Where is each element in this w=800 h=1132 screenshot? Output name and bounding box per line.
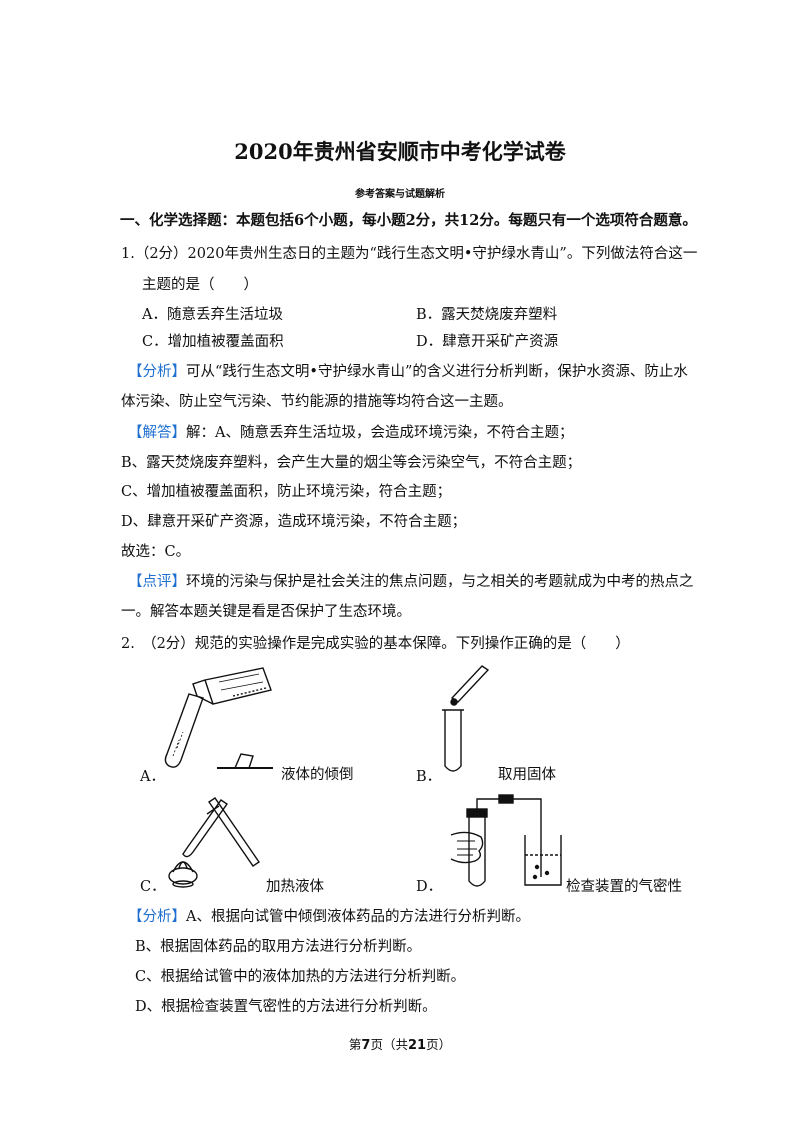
q1-answer-line2: B、露天焚烧废弃塑料，会产生大量的烟尘等会污染空气，不符合主题； (121, 455, 582, 471)
q1-analysis: 【分析】可从“践行生态文明•守护绿水青山”的含义进行分析判断，保护水资源、防止水 (128, 360, 688, 381)
q2-stem: 2. （2分）规范的实验操作是完成实验的基本保障。下列操作正确的是（ ） (121, 636, 630, 652)
q2-option-d-letter: D． (416, 879, 443, 895)
q1-stem-line1: 1.（2分）2020年贵州生态日的主题为“践行生态文明•守护绿水青山”。下列做法… (121, 246, 698, 262)
footer-suffix: 页） (426, 1037, 452, 1052)
section-heading: 一、化学选择题：本题包括6个小题，每小题2分，共12分。每题只有一个选项符合题意… (120, 212, 697, 229)
q2-analysis: 【分析】A、根据向试管中倾倒液体药品的方法进行分析判断。 (128, 905, 530, 926)
page-subtitle: 参考答案与试题解析 (355, 189, 445, 200)
q1-answer: 【解答】解：A、随意丢弃生活垃圾，会造成环境污染，不符合主题； (128, 421, 573, 442)
q2-analysis-tag: 【分析】 (128, 909, 186, 925)
q1-answer-line3: C、增加植被覆盖面积，防止环境污染，符合主题； (121, 484, 452, 500)
q1-option-b: B．露天焚烧废弃塑料 (416, 307, 558, 323)
figure-a-pouring-liquid (164, 667, 273, 769)
q1-comment-line1: 环境的污染与保护是社会关注的焦点问题，与之相关的考题就成为中考的热点之 (186, 574, 694, 590)
answer-tag: 【解答】 (128, 425, 186, 441)
footer-middle: 页（共 (370, 1037, 408, 1052)
footer-total-pages: 21 (407, 1038, 427, 1053)
q2-option-a-caption: 液体的倾倒 (281, 767, 354, 783)
q2-option-c-letter: C． (140, 879, 166, 895)
page-title: 2020年贵州省安顺市中考化学试卷 (234, 139, 566, 164)
q2-analysis-line4: D、根据检查装置气密性的方法进行分析判断。 (135, 999, 437, 1015)
q1-stem-line2: 主题的是（ ） (142, 277, 258, 293)
q2-analysis-line2: B、根据固体药品的取用方法进行分析判断。 (135, 939, 422, 955)
comment-tag: 【点评】 (128, 574, 186, 590)
q1-analysis-line1: 可从“践行生态文明•守护绿水青山”的含义进行分析判断，保护水资源、防止水 (186, 364, 688, 380)
q1-option-d: D．肆意开采矿产资源 (416, 334, 559, 350)
q1-analysis-line2: 体污染、防止空气污染、节约能源的措施等均符合这一主题。 (121, 394, 513, 410)
analysis-tag: 【分析】 (128, 364, 186, 380)
q2-option-b-letter: B． (416, 769, 442, 785)
figure-b-taking-solid (442, 665, 490, 772)
q1-choice: 故选：C。 (121, 544, 191, 560)
q1-comment: 【点评】环境的污染与保护是社会关注的焦点问题，与之相关的考题就成为中考的热点之 (128, 570, 694, 591)
q2-option-c-caption: 加热液体 (266, 879, 324, 895)
q2-analysis-line1: A、根据向试管中倾倒液体药品的方法进行分析判断。 (186, 909, 530, 925)
figure-c-heating-liquid (168, 797, 260, 888)
q1-comment-line2: 一。解答本题关键是看是否保护了生态环境。 (121, 604, 411, 620)
footer-page-number: 7 (361, 1038, 371, 1053)
figure-d-airtightness-check (450, 794, 562, 887)
q1-option-c: C．增加植被覆盖面积 (142, 334, 284, 350)
q1-answer-line4: D、肆意开采矿产资源，造成环境污染，不符合主题； (121, 514, 467, 530)
q2-option-a-letter: A． (140, 769, 165, 785)
q1-answer-line1: 解：A、随意丢弃生活垃圾，会造成环境污染，不符合主题； (186, 425, 574, 441)
q2-option-b-caption: 取用固体 (498, 767, 556, 783)
q2-option-d-caption: 检查装置的气密性 (566, 879, 682, 895)
q2-analysis-line3: C、根据给试管中的液体加热的方法进行分析判断。 (135, 969, 466, 985)
footer-prefix: 第 (348, 1037, 362, 1052)
page-footer: 第7页（共21页） (0, 1034, 800, 1053)
q1-option-a: A．随意丢弃生活垃圾 (142, 307, 283, 323)
